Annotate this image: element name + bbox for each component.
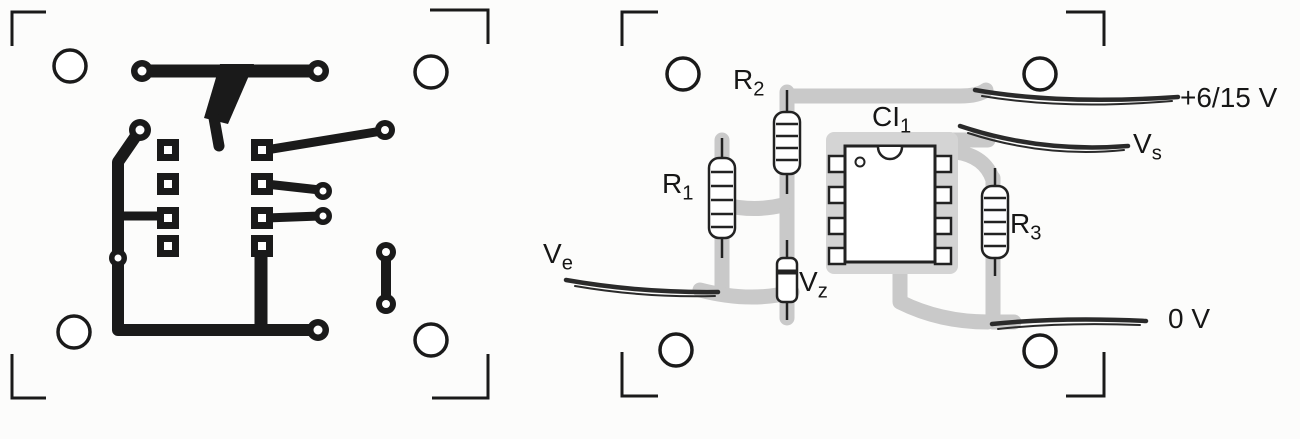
round-pads-copper-board <box>109 60 396 341</box>
label-vs: Vs <box>1133 128 1162 165</box>
trace-diagonal-stub <box>208 112 225 152</box>
trace-wide-diagonal <box>204 64 254 124</box>
ghost-trace <box>779 82 994 104</box>
ic-pin <box>827 216 847 236</box>
solder-pad-square <box>157 139 179 161</box>
trace-short-right-1 <box>261 179 325 195</box>
corner-brackets-copper-board <box>10 8 490 400</box>
copper-side-board <box>10 8 490 400</box>
ic-pin <box>933 185 953 205</box>
connection-lead-lines <box>563 87 1181 330</box>
label-ground: 0 V <box>1168 303 1211 334</box>
ghost-trace <box>892 264 996 330</box>
mounting-hole <box>665 56 701 92</box>
mounting-hole <box>1022 333 1058 369</box>
corner-bracket <box>1066 352 1106 398</box>
label-supply-voltage: +6/15 V <box>1180 82 1278 113</box>
trace-diagonal-upper-right <box>261 126 387 155</box>
solder-pad <box>129 119 151 141</box>
label-r2: R2 <box>733 64 765 101</box>
solder-pad <box>307 319 329 341</box>
corner-bracket <box>10 10 46 46</box>
corner-bracket <box>10 354 46 400</box>
solder-pad-square <box>157 207 179 229</box>
solder-pad <box>307 60 329 82</box>
copper-traces <box>112 64 391 336</box>
resistor-r3-symbol <box>980 168 1010 276</box>
solder-pad <box>376 242 396 262</box>
ground-lead-line-echo <box>997 323 1141 330</box>
ic-pin <box>827 246 847 266</box>
corner-bracket <box>620 10 658 46</box>
vs-lead-line <box>957 123 1131 150</box>
solder-pad <box>314 207 332 225</box>
ic-notch <box>876 146 904 161</box>
solder-pad-square <box>157 173 179 195</box>
solder-pad-square <box>251 173 273 195</box>
mounting-hole <box>52 48 88 84</box>
ve-lead-line <box>563 277 721 295</box>
corner-brackets-component-board <box>620 10 1106 398</box>
mounting-holes-copper-board <box>52 48 449 358</box>
ic-pin <box>933 216 953 236</box>
ic-pin <box>933 154 953 174</box>
mounting-holes-component-board <box>658 56 1058 369</box>
ic-pin <box>933 246 953 266</box>
corner-bracket <box>432 354 490 400</box>
solder-pad <box>314 182 332 200</box>
resistor-r2-symbol <box>772 90 802 194</box>
label-vz: Vz <box>799 266 828 303</box>
zener-diode-vz-symbol <box>775 240 799 320</box>
ground-lead-line <box>989 317 1149 327</box>
solder-pad <box>109 249 127 267</box>
mounting-hole <box>56 314 92 350</box>
label-r3: R3 <box>1010 208 1042 245</box>
solder-pad <box>376 294 396 314</box>
solder-pad-square <box>251 139 273 161</box>
mounting-hole <box>413 322 449 358</box>
ic-pin1-dot <box>854 156 866 168</box>
solder-pad-square <box>251 207 273 229</box>
trace-left-l-shape <box>112 124 324 336</box>
ve-lead-line-echo <box>574 285 716 298</box>
supply-lead-line <box>972 87 1181 103</box>
corner-bracket <box>430 8 490 44</box>
mounting-hole <box>658 332 694 368</box>
corner-bracket <box>1066 10 1106 46</box>
label-r1: R1 <box>662 168 694 205</box>
solder-pad-square <box>157 235 179 257</box>
solder-pad <box>375 120 395 140</box>
resistor-r1-symbol <box>707 138 737 258</box>
label-ci1: CI1 <box>872 101 912 138</box>
vs-lead-line-echo <box>967 132 1125 153</box>
supply-lead-line-echo <box>981 95 1173 106</box>
ic-pin <box>827 154 847 174</box>
component-side-board <box>563 10 1181 398</box>
solder-pad-square <box>251 235 273 257</box>
ic-ci1-symbol <box>827 144 953 266</box>
corner-bracket <box>620 352 658 398</box>
mounting-hole <box>413 54 449 90</box>
ic-pin <box>827 185 847 205</box>
trace-short-right-2 <box>261 211 325 223</box>
label-ve: Ve <box>543 238 573 275</box>
solder-pad <box>131 60 153 82</box>
square-pads-copper-board <box>157 139 273 257</box>
mounting-hole <box>1022 56 1058 92</box>
